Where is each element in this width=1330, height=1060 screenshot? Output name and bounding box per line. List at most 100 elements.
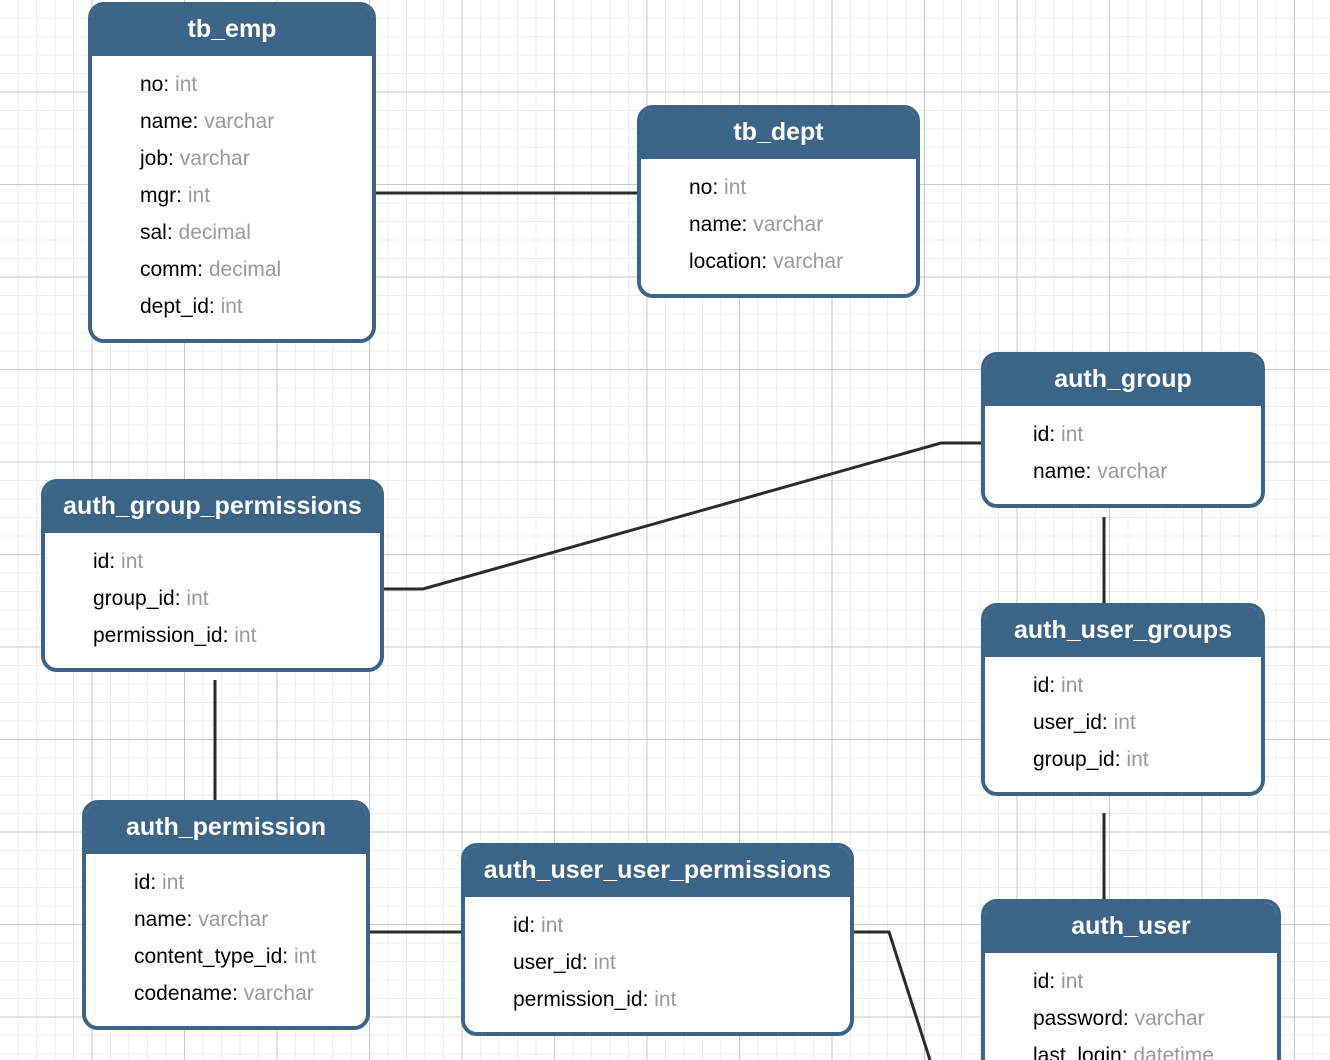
field-type: int [1061, 970, 1084, 993]
field-row: location: varchar [641, 243, 916, 280]
field-separator: : [712, 176, 725, 199]
field-row: comm: decimal [92, 251, 372, 288]
field-row: user_id: int [465, 944, 850, 981]
field-row: password: varchar [985, 1000, 1277, 1037]
field-type: varchar [773, 250, 844, 273]
field-row: last_login: datetime [985, 1037, 1277, 1060]
field-row: id: int [985, 963, 1277, 1000]
field-type: decimal [208, 258, 282, 281]
field-name: id [93, 550, 110, 573]
field-separator: : [1101, 711, 1114, 734]
field-row: id: int [86, 864, 366, 901]
field-name: id [1033, 970, 1050, 993]
field-row: id: int [985, 667, 1261, 704]
field-type: int [1061, 423, 1084, 446]
field-separator: : [176, 184, 188, 207]
field-name: last_login [1033, 1044, 1122, 1060]
field-row: job: varchar [92, 140, 372, 177]
field-type: int [593, 951, 616, 974]
field-type: int [186, 587, 209, 610]
field-name: name [689, 213, 742, 236]
field-separator: : [1122, 1007, 1135, 1030]
field-row: group_id: int [985, 741, 1261, 778]
field-type: int [121, 550, 144, 573]
field-separator: : [168, 147, 180, 170]
field-name: sal [140, 221, 167, 244]
field-name: content_type_id [134, 945, 283, 968]
field-row: sal: decimal [92, 214, 372, 251]
field-row: name: varchar [641, 206, 916, 243]
field-type: int [220, 295, 243, 318]
field-separator: : [1049, 674, 1062, 697]
field-name: location [689, 250, 762, 273]
field-separator: : [642, 988, 655, 1011]
field-row: content_type_id: int [86, 938, 366, 975]
field-separator: : [150, 871, 163, 894]
field-type: int [724, 176, 747, 199]
entity-title: tb_dept [641, 109, 916, 159]
field-name: id [1033, 674, 1050, 697]
field-type: int [293, 945, 317, 968]
entity-title: auth_permission [86, 804, 366, 854]
field-type: int [541, 914, 564, 937]
field-separator: : [222, 624, 235, 647]
field-name: no [689, 176, 713, 199]
entity-title: tb_emp [92, 6, 372, 56]
field-name: user_id [1033, 711, 1102, 734]
field-row: id: int [465, 907, 850, 944]
entity-title: auth_group [985, 356, 1261, 406]
field-separator: : [581, 951, 594, 974]
field-name: comm [140, 258, 198, 281]
field-separator: : [282, 945, 294, 968]
field-separator: : [1049, 970, 1062, 993]
field-row: no: int [92, 66, 372, 103]
field-separator: : [163, 73, 176, 96]
field-name: user_id [513, 951, 582, 974]
field-separator: : [529, 914, 542, 937]
field-separator: : [761, 250, 774, 273]
field-type: int [187, 184, 211, 207]
field-row: name: varchar [985, 453, 1261, 490]
field-row: dept_id: int [92, 288, 372, 325]
field-row: group_id: int [45, 580, 380, 617]
field-name: id [513, 914, 530, 937]
field-type: datetime [1133, 1044, 1214, 1060]
field-type: varchar [753, 213, 824, 236]
field-separator: : [232, 982, 244, 1005]
field-row: id: int [45, 543, 380, 580]
field-separator: : [192, 110, 205, 133]
relationship-auth_user_user_permissions-to-auth_user [854, 930, 932, 1060]
field-name: name [1033, 460, 1086, 483]
field-separator: : [197, 258, 209, 281]
field-type: varchar [1134, 1007, 1205, 1030]
entity-title: auth_user_user_permissions [465, 847, 850, 897]
field-name: group_id [93, 587, 175, 610]
field-name: mgr [140, 184, 177, 207]
field-name: name [134, 908, 187, 931]
field-type: varchar [1097, 460, 1168, 483]
field-name: id [1033, 423, 1050, 446]
field-name: dept_id [140, 295, 209, 318]
field-name: permission_id [93, 624, 223, 647]
entity-title: auth_user_groups [985, 607, 1261, 657]
field-type: varchar [204, 110, 275, 133]
field-row: mgr: int [92, 177, 372, 214]
field-row: no: int [641, 169, 916, 206]
field-name: no [140, 73, 164, 96]
field-type: int [234, 624, 257, 647]
